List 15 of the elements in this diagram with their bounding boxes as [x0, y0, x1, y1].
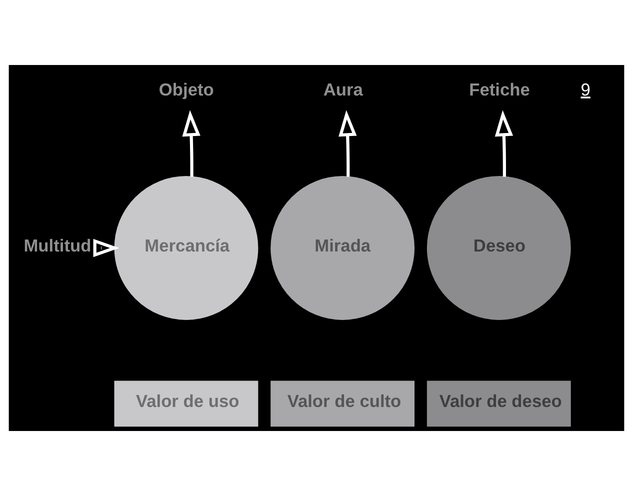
arrow [182, 110, 200, 176]
arrow [494, 110, 514, 176]
node-box: Valor de deseo [426, 380, 571, 426]
label: 9 [580, 79, 590, 100]
node-circle: Mirada [270, 176, 415, 320]
node-text: Fetiche [469, 79, 530, 100]
arrow [338, 110, 357, 176]
node-circle: Deseo [426, 176, 571, 320]
node-text: Multitud [24, 234, 92, 255]
node-box: Valor de uso [114, 380, 258, 426]
node-text: Objeto [158, 79, 214, 100]
node-circle: Mercancía [114, 176, 258, 320]
node-box: Valor de culto [270, 380, 415, 426]
arrow [93, 238, 120, 257]
node-text: Aura [323, 79, 363, 100]
